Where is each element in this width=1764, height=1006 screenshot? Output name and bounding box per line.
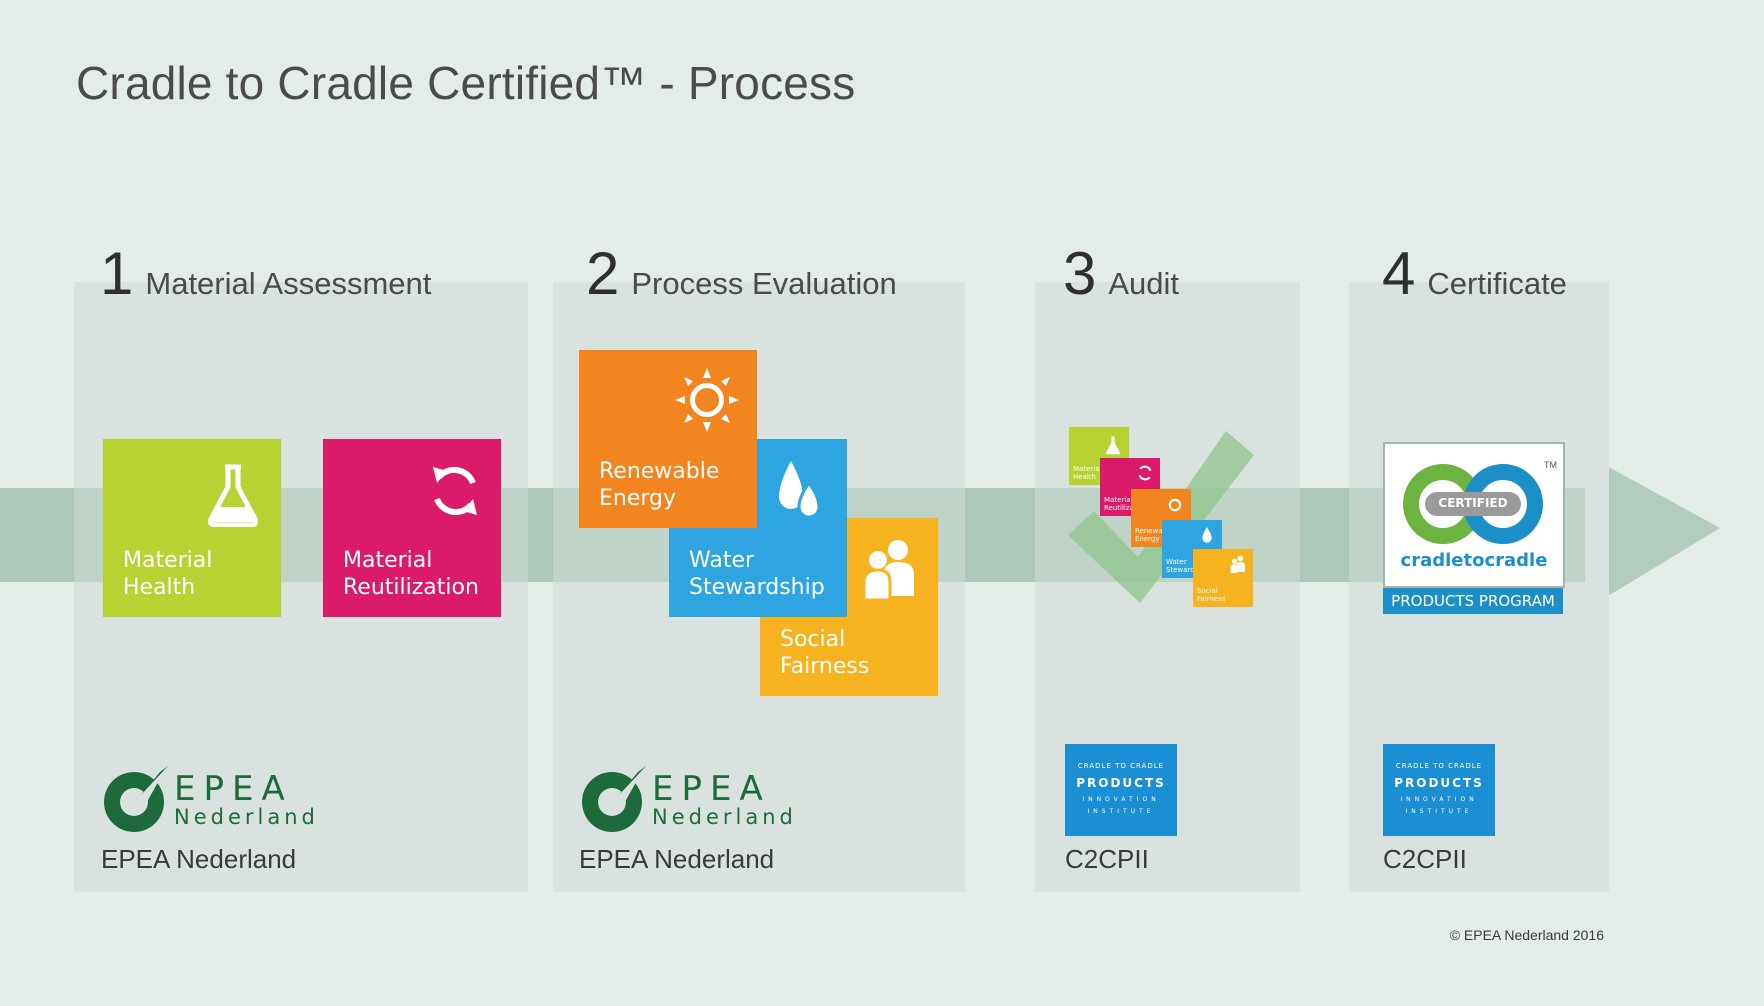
page-title: Cradle to Cradle Certified™ - Process [76,57,856,109]
step-header-1: 1 Material Assessment [100,244,431,304]
epea-logo-line1: EPEA [652,769,771,809]
certified-badge-text: CERTIFIED [1438,496,1508,510]
step-header-2: 2 Process Evaluation [586,244,897,304]
step-header-4: 4 Certificate [1382,244,1567,304]
mini-tile-label: Social Fairness [1197,587,1226,603]
epea-logo-line2: Nederland [174,805,319,829]
step-caption-1: EPEA Nederland [101,844,297,874]
sun-icon [1168,498,1182,512]
step-number: 2 [586,240,620,307]
copyright-notice: © EPEA Nederland 2016 [1449,927,1604,943]
mini-tile-label: Material Reutilization [1104,496,1148,512]
tile-label: Social Fairness [780,627,870,679]
c2cpii-logo: CRADLE TO CRADLE PRODUCTS INNOVATION INS… [1065,744,1177,836]
step-caption-2: EPEA Nederland [579,844,775,874]
c2cpii-logo-line1: CRADLE TO CRADLE [1395,762,1483,770]
recycle-icon [1138,465,1152,481]
c2c-infinity-icon [1403,464,1543,544]
tile-water-stewardship: Water Stewardship [669,439,847,617]
c2c-wordmark: cradletocradle [1400,550,1548,571]
recycle-icon [433,466,477,516]
certificate-logo: CERTIFIED TM cradletocradle [1383,442,1565,588]
tile-material-reutilization: Material Reutilization [323,439,501,617]
people-icon [1230,555,1245,573]
tile-label: Water Stewardship [689,548,825,600]
step-label: Certificate [1427,266,1567,301]
step-number: 4 [1382,240,1416,307]
flask-icon [1106,436,1120,455]
step-label: Material Assessment [145,266,432,301]
step-number: 1 [100,240,134,307]
epea-logo: EPEA Nederland [578,766,797,834]
checkmark-icon [1068,431,1254,603]
sun-icon [675,368,739,432]
c2cpii-logo-line3: INNOVATION [1400,796,1478,803]
step-caption-4: C2CPII [1383,844,1467,874]
tile-renewable-energy: Renewable Energy [579,350,757,528]
c2cpii-logo-line1: CRADLE TO CRADLE [1077,762,1165,770]
c2cpii-logo-line4: INSTITUTE [1087,808,1155,815]
tm-mark: TM [1544,460,1557,470]
tile-label: Renewable Energy [599,459,720,511]
tile-label: Material Health [123,548,213,600]
tile-material-health: Material Health [103,439,281,617]
epea-leaf-icon [582,766,646,832]
step-header-3: 3 Audit [1063,244,1179,304]
c2cpii-logo-line4: INSTITUTE [1405,808,1473,815]
water-drop-icon [779,461,821,519]
mini-tile-label: Renewable Energy [1135,527,1174,543]
c2cpii-logo-line2: PRODUCTS [1394,776,1484,790]
step-label: Process Evaluation [631,266,897,301]
water-drop-icon [1202,527,1212,543]
step-label: Audit [1108,266,1180,301]
epea-logo: EPEA Nederland [100,766,319,834]
step-caption-3: C2CPII [1065,844,1149,874]
mini-tile-label: Water Stewardship [1166,558,1210,574]
products-program-bar: PRODUCTS PROGRAM [1383,588,1563,614]
epea-logo-line1: EPEA [174,769,293,809]
tile-label: Material Reutilization [343,548,479,600]
c2cpii-logo-line2: PRODUCTS [1076,776,1166,790]
mini-tile-label: Material Health [1073,465,1102,481]
step-number: 3 [1063,240,1097,307]
c2cpii-logo: CRADLE TO CRADLE PRODUCTS INNOVATION INS… [1383,744,1495,836]
c2cpii-logo-line3: INNOVATION [1082,796,1160,803]
epea-leaf-icon [104,766,168,832]
mini-tile-social-fairness: Social Fairness [1193,549,1253,607]
people-icon [862,540,914,600]
flask-icon [208,464,258,527]
epea-logo-line2: Nederland [652,805,797,829]
